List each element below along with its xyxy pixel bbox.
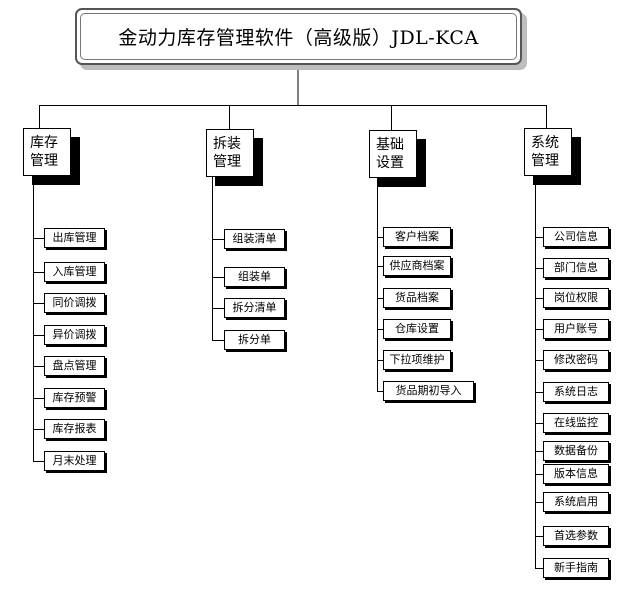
item-company-info: 公司信息 bbox=[543, 227, 609, 247]
category-label: 拆装 管理 bbox=[213, 136, 241, 170]
item-outbound-management: 出库管理 bbox=[44, 228, 105, 248]
diagram-title-box: 金动力库存管理软件（高级版）JDL-KCA bbox=[75, 8, 522, 65]
category-label: 库存 管理 bbox=[30, 135, 58, 169]
item-warehouse-settings: 仓库设置 bbox=[383, 319, 451, 339]
item-stocktake-management: 盘点管理 bbox=[44, 356, 105, 376]
item-goods-records: 货品档案 bbox=[383, 288, 451, 308]
item-assembly-order: 组装单 bbox=[224, 267, 285, 287]
diagram-title: 金动力库存管理软件（高级版）JDL-KCA bbox=[118, 27, 479, 49]
item-system-enable: 系统启用 bbox=[543, 492, 609, 512]
item-version-info: 版本信息 bbox=[543, 464, 609, 484]
item-stock-alert: 库存预警 bbox=[44, 388, 105, 408]
item-position-permissions: 岗位权限 bbox=[543, 288, 609, 308]
item-assembly-list: 组装清单 bbox=[224, 229, 285, 249]
category-inventory-management: 库存 管理 bbox=[23, 128, 71, 176]
item-goods-opening-import: 货品期初导入 bbox=[383, 381, 474, 401]
item-same-price-transfer: 同价调拨 bbox=[44, 293, 105, 313]
title-inner-border bbox=[80, 13, 517, 60]
item-disassembly-order: 拆分单 bbox=[224, 330, 285, 350]
category-basic-settings: 基础 设置 bbox=[369, 130, 417, 178]
item-system-log: 系统日志 bbox=[543, 382, 609, 402]
item-preferences: 首选参数 bbox=[543, 526, 609, 546]
category-system-management: 系统 管理 bbox=[524, 128, 572, 176]
item-disassembly-list: 拆分清单 bbox=[224, 298, 285, 318]
item-stock-report: 库存报表 bbox=[44, 419, 105, 439]
item-department-info: 部门信息 bbox=[543, 258, 609, 278]
item-inbound-management: 入库管理 bbox=[44, 262, 105, 282]
item-user-accounts: 用户账号 bbox=[543, 319, 609, 339]
item-dropdown-maintenance: 下拉项维护 bbox=[383, 350, 451, 370]
item-customer-records: 客户档案 bbox=[383, 227, 451, 247]
item-supplier-records: 供应商档案 bbox=[383, 256, 451, 276]
item-diff-price-transfer: 异价调拨 bbox=[44, 325, 105, 345]
category-label: 基础 设置 bbox=[376, 137, 404, 171]
item-online-monitoring: 在线监控 bbox=[543, 413, 609, 433]
item-change-password: 修改密码 bbox=[543, 350, 609, 370]
item-month-end-processing: 月末处理 bbox=[44, 451, 105, 471]
item-data-backup: 数据备份 bbox=[543, 441, 609, 461]
category-label: 系统 管理 bbox=[531, 135, 559, 169]
category-assembly-management: 拆装 管理 bbox=[206, 129, 254, 177]
item-beginner-guide: 新手指南 bbox=[543, 558, 609, 578]
